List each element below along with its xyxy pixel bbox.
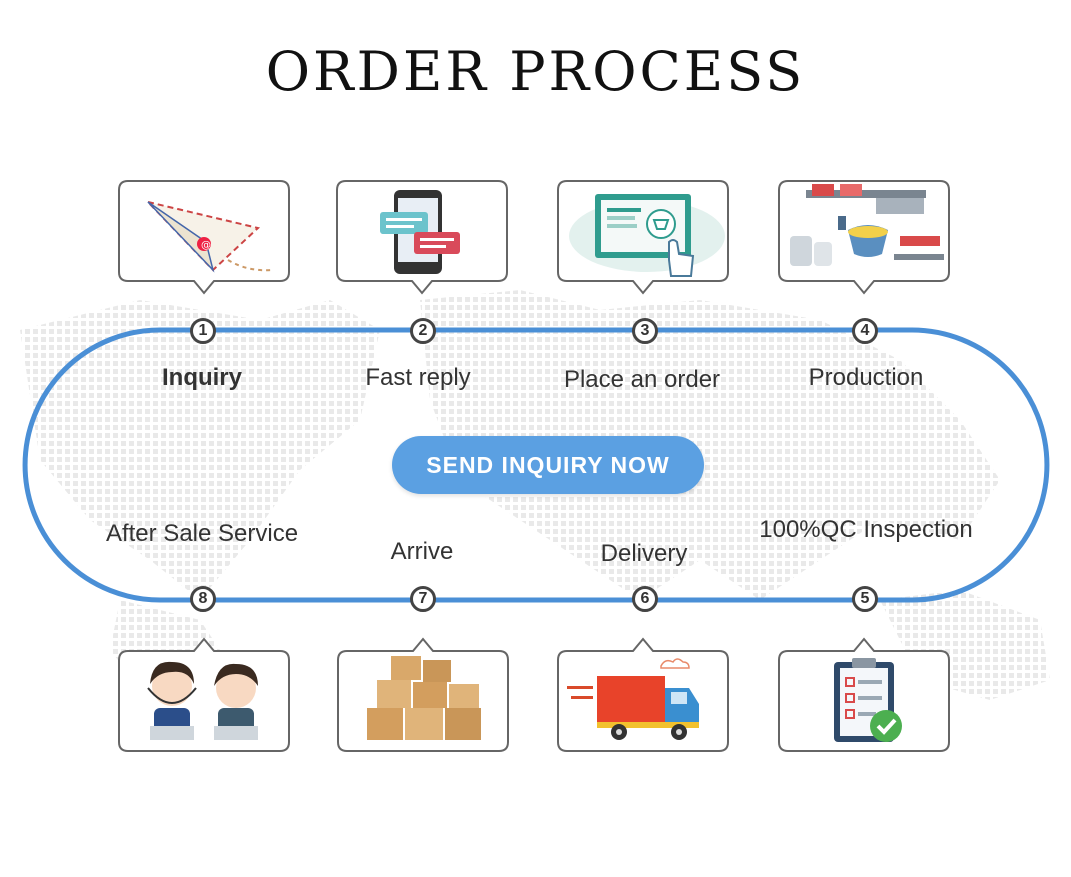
phone-chat-icon [380, 190, 460, 274]
step-4-card [778, 180, 950, 295]
step-4-number: 4 [852, 318, 878, 344]
step-7-card [337, 637, 509, 752]
step-8-card [118, 637, 290, 752]
delivery-truck-icon [567, 658, 699, 740]
boxes-icon [367, 656, 481, 740]
step-7-number: 7 [410, 586, 436, 612]
step-6-card [557, 637, 729, 752]
paper-plane-icon: @ [144, 200, 274, 273]
step-3-number: 3 [632, 318, 658, 344]
factory-icon [790, 184, 944, 266]
step-1-label: Inquiry [161, 364, 242, 391]
step-3-label: Place an order [563, 366, 721, 393]
step-5-label: 100%QC Inspection [759, 516, 973, 543]
step-1-number: 1 [190, 318, 216, 344]
step-2-number: 2 [410, 318, 436, 344]
step-4-label: Production [808, 364, 924, 391]
step-6-number: 6 [632, 586, 658, 612]
step-8-label: After Sale Service [105, 520, 299, 547]
step-5-card [778, 637, 950, 752]
step-7-label: Arrive [390, 538, 454, 565]
svg-text:@: @ [201, 240, 211, 251]
step-6-label: Delivery [600, 540, 688, 567]
step-2-card [336, 180, 508, 295]
step-5-number: 5 [852, 586, 878, 612]
step-3-card [557, 180, 729, 295]
step-8-number: 8 [190, 586, 216, 612]
page-title: ORDER PROCESS [265, 40, 806, 103]
step-1-card: @ [118, 180, 290, 295]
online-order-icon [569, 194, 725, 277]
step-2-label: Fast reply [365, 364, 471, 391]
checklist-icon [834, 658, 902, 742]
support-staff-icon [147, 661, 258, 740]
send-inquiry-button[interactable]: SEND INQUIRY NOW [392, 436, 704, 494]
